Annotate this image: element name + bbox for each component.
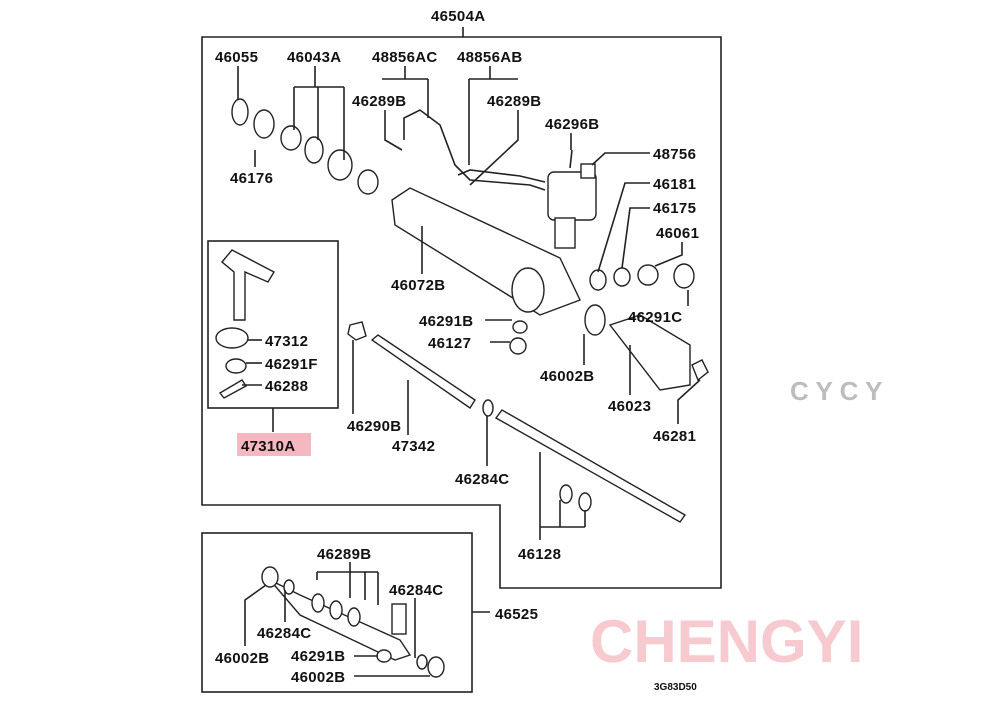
- part-label[interactable]: 46002B: [215, 650, 269, 667]
- part-label[interactable]: 46055: [215, 49, 258, 66]
- part-label[interactable]: 46291B: [291, 648, 345, 665]
- part-label[interactable]: 46284C: [257, 625, 311, 642]
- part-label[interactable]: 46288: [265, 378, 308, 395]
- part-label[interactable]: 46175: [653, 200, 696, 217]
- watermark-sub: C Y C Y: [790, 376, 883, 406]
- part-label[interactable]: 48856AC: [372, 49, 437, 66]
- assembly-frame: [201, 36, 722, 589]
- part-label[interactable]: 46289B: [352, 93, 406, 110]
- parts-artwork: [215, 98, 709, 678]
- part-label[interactable]: 46181: [653, 176, 696, 193]
- part-label[interactable]: 46002B: [291, 669, 345, 686]
- highlight-box: [237, 433, 311, 456]
- part-label[interactable]: 46023: [608, 398, 651, 415]
- label-assembly: 46504A: [431, 8, 485, 25]
- part-label[interactable]: 46002B: [540, 368, 594, 385]
- part-label[interactable]: 46127: [428, 335, 471, 352]
- part-label[interactable]: 46291F: [265, 356, 318, 373]
- part-label[interactable]: 46291C: [628, 309, 682, 326]
- part-label[interactable]: 46281: [653, 428, 696, 445]
- part-label[interactable]: 46128: [518, 546, 561, 563]
- part-label[interactable]: 46043A: [287, 49, 341, 66]
- label-subassembly[interactable]: 46525: [495, 606, 538, 623]
- part-label[interactable]: 46289B: [317, 546, 371, 563]
- part-label[interactable]: 48856AB: [457, 49, 522, 66]
- part-label[interactable]: 46284C: [455, 471, 509, 488]
- part-label[interactable]: 48756: [653, 146, 696, 163]
- part-label[interactable]: 46290B: [347, 418, 401, 435]
- part-label[interactable]: 46072B: [391, 277, 445, 294]
- part-label[interactable]: 47312: [265, 333, 308, 350]
- part-label[interactable]: 46284C: [389, 582, 443, 599]
- part-label-highlighted[interactable]: 47310A: [241, 438, 295, 455]
- part-label[interactable]: 46296B: [545, 116, 599, 133]
- drawing-code: 3G83D50: [654, 682, 697, 693]
- watermark-brand: CHENGYI: [590, 608, 863, 675]
- part-label[interactable]: 46176: [230, 170, 273, 187]
- part-label[interactable]: 46291B: [419, 313, 473, 330]
- leader-lines: [237, 66, 701, 677]
- part-label[interactable]: 46289B: [487, 93, 541, 110]
- part-label[interactable]: 47342: [392, 438, 435, 455]
- part-label[interactable]: 46061: [656, 225, 699, 242]
